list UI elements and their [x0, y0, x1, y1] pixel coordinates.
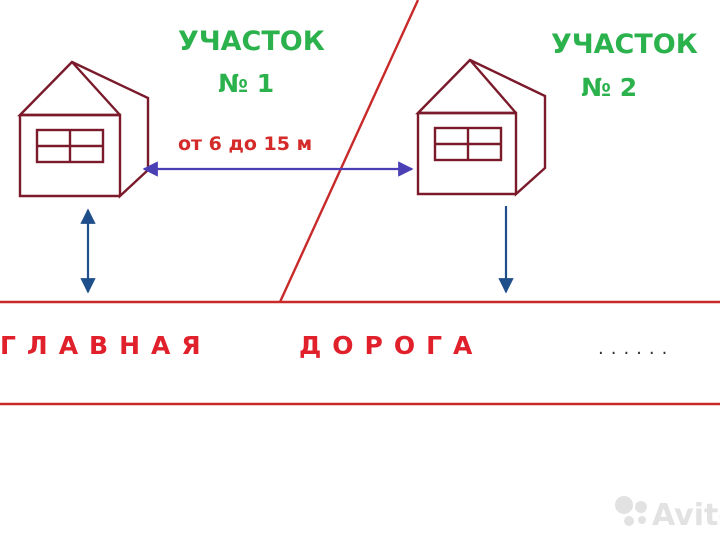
- plot-1-number: № 1: [218, 69, 274, 98]
- watermark-text: Avito: [652, 498, 720, 533]
- plot-2-title: УЧАСТОК: [551, 29, 698, 60]
- road-label-word-2: ДОРОГА: [299, 331, 483, 360]
- avito-watermark: Avito: [615, 496, 720, 533]
- road-label-word-1: ГЛАВНАЯ: [0, 331, 212, 360]
- plot-2-number: № 2: [581, 73, 637, 102]
- avito-logo-icon: [615, 496, 647, 526]
- house-icon-plot-1: [17, 60, 150, 199]
- distance-label: от 6 до 15 м: [178, 133, 312, 155]
- road-label-dots: ......: [598, 338, 674, 359]
- plot-boundary-line: [278, 0, 420, 303]
- house-icon-plot-2: [415, 58, 547, 197]
- plot-1-title: УЧАСТОК: [178, 26, 325, 57]
